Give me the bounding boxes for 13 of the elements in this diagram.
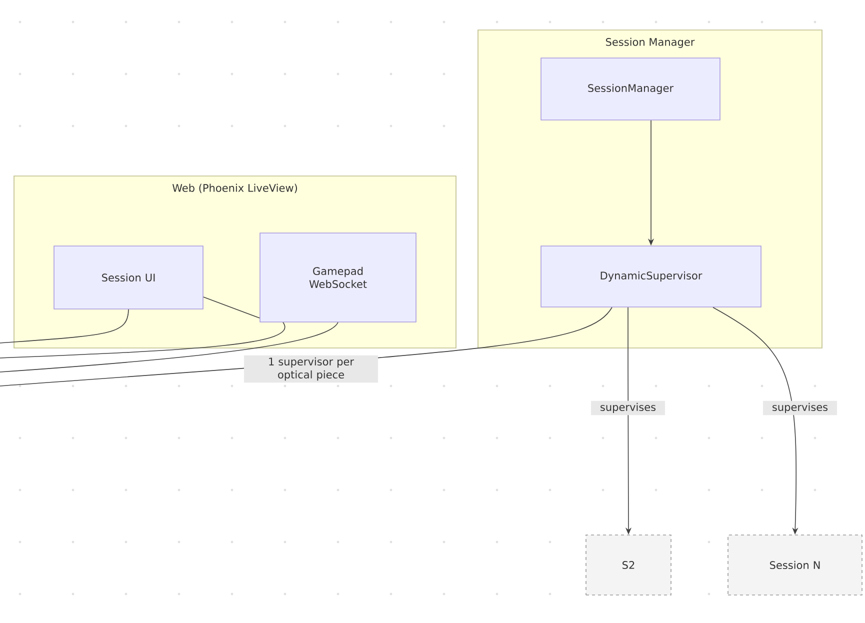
process-box: SessionManager — [540, 58, 720, 120]
connector-line — [203, 296, 260, 318]
process-box: DynamicSupervisor — [540, 246, 762, 308]
dashed-box: S2 — [586, 534, 672, 596]
edge-label: 1 supervisor per optical piece — [244, 355, 378, 383]
edge-label: supervises — [591, 400, 665, 416]
connector-line — [0, 309, 129, 344]
dashed-box: Session N — [728, 534, 862, 596]
connector-line — [0, 322, 338, 372]
process-box: Gamepad WebSocket — [260, 232, 416, 322]
process-box: Session UI — [54, 246, 204, 310]
connector-line — [0, 322, 286, 358]
edge-label: supervises — [763, 400, 837, 416]
